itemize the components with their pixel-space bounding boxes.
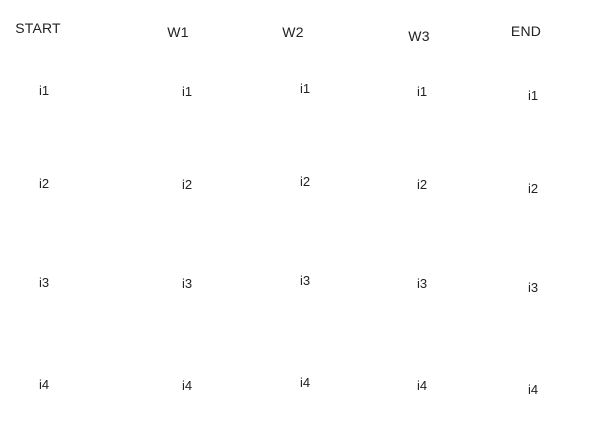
node-start-i3: i3	[38, 275, 50, 290]
column-header-end: END	[510, 23, 542, 39]
node-start-i1: i1	[38, 83, 50, 98]
column-header-w1: W1	[167, 24, 189, 40]
node-w1-i3: i3	[181, 276, 193, 291]
node-w3-i3: i3	[416, 276, 428, 291]
node-w1-i2: i2	[181, 177, 193, 192]
node-w3-i4: i4	[416, 378, 428, 393]
node-start-i2: i2	[38, 176, 50, 191]
node-w2-i3: i3	[299, 273, 311, 288]
column-header-w3: W3	[408, 28, 430, 44]
node-w3-i2: i2	[416, 177, 428, 192]
node-end-i3: i3	[527, 280, 539, 295]
node-w1-i4: i4	[181, 378, 193, 393]
node-w3-i1: i1	[416, 84, 428, 99]
node-w2-i1: i1	[299, 81, 311, 96]
node-end-i4: i4	[527, 382, 539, 397]
column-header-start: START	[15, 20, 61, 36]
node-start-i4: i4	[38, 377, 50, 392]
node-w2-i4: i4	[299, 375, 311, 390]
node-w2-i2: i2	[299, 174, 311, 189]
node-w1-i1: i1	[181, 84, 193, 99]
node-end-i2: i2	[527, 181, 539, 196]
node-end-i1: i1	[527, 88, 539, 103]
column-header-w2: W2	[282, 24, 304, 40]
